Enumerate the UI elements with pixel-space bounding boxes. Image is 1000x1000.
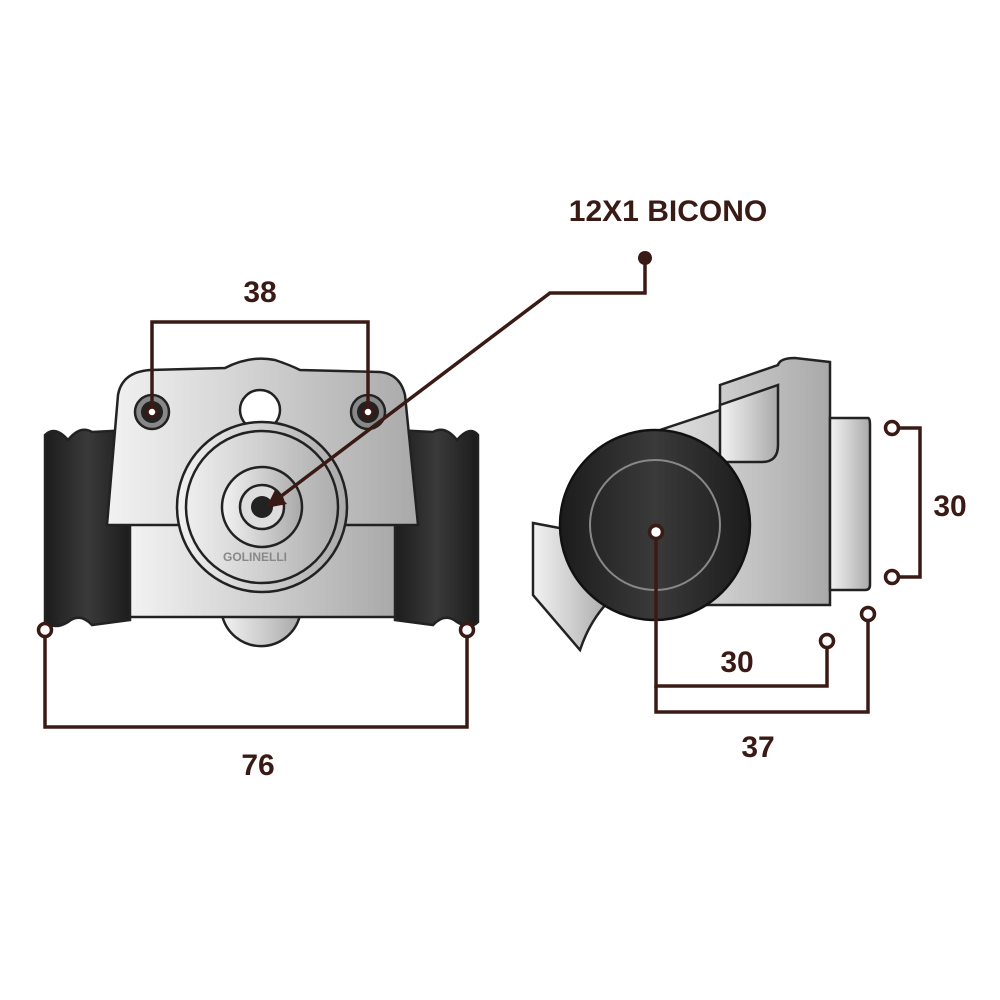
dimension-76: 76 — [36, 621, 476, 782]
dimension-side-30-vertical-label: 30 — [933, 490, 966, 523]
dimension-side-37: 37 — [654, 605, 877, 764]
dimension-side-30-horizontal-label: 30 — [720, 646, 753, 679]
dimension-76-label: 76 — [241, 749, 274, 782]
piston-ring — [184, 429, 340, 585]
front-view: GOLINELLI — [43, 357, 480, 648]
brand-logo: GOLINELLI — [223, 550, 287, 564]
side-step — [718, 383, 780, 464]
left-rubber-boot — [43, 428, 132, 628]
dimension-side-30-horizontal: 30 — [647, 523, 836, 688]
side-view — [531, 356, 872, 653]
dimension-side-30-vertical: 30 — [883, 419, 967, 586]
port-hole — [251, 496, 273, 518]
thread-label: 12X1 BICONO — [569, 195, 767, 228]
bottom-boss — [220, 613, 302, 648]
dimension-side-37-label: 37 — [741, 731, 774, 764]
thread-callout: 12X1 BICONO — [266, 195, 767, 508]
dimension-38-label: 38 — [243, 276, 276, 309]
right-rubber-boot — [393, 428, 480, 628]
side-rear-cap — [828, 416, 872, 592]
arrow-head-icon — [266, 490, 287, 508]
dimension-38: 38 — [145, 276, 375, 419]
